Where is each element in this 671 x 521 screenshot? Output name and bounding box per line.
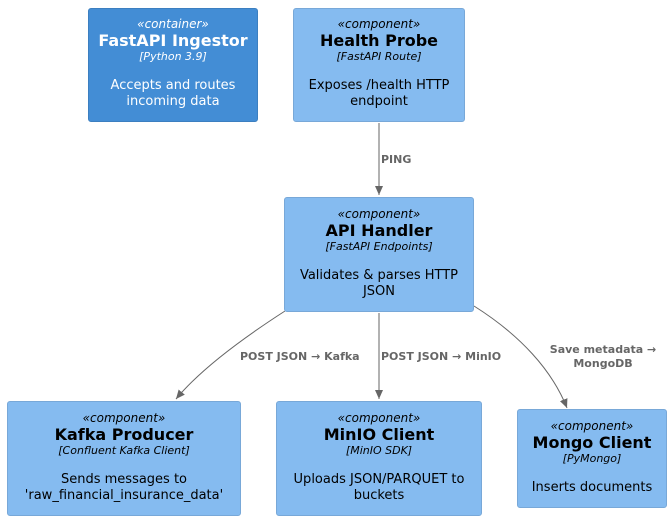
api-tech: [FastAPI Endpoints] [325,240,433,253]
ingestor-description: Accepts and routes incoming data [110,78,236,109]
mongo-tech: [PyMongo] [562,452,622,465]
edge-label-kafka: POST JSON → Kafka [240,350,360,363]
health-description: Exposes /health HTTP endpoint [308,78,450,109]
health-stereotype: «component» [337,17,421,31]
api-stereotype: «component» [337,207,421,221]
health-tech: [FastAPI Route] [336,50,422,63]
mongo-title: Mongo Client [532,433,652,452]
minio-client-component[interactable]: «component» MinIO Client [MinIO SDK] Upl… [276,401,482,516]
kafka-description: Sends messages to 'raw_financial_insuran… [24,472,224,503]
ingestor-tech: [Python 3.9] [139,50,207,63]
mongo-stereotype: «component» [550,419,634,433]
minio-stereotype: «component» [337,411,421,425]
api-title: API Handler [325,221,433,240]
edge-api-to-mongo [473,305,568,409]
kafka-stereotype: «component» [82,411,166,425]
health-probe-component[interactable]: «component» Health Probe [FastAPI Route]… [293,8,465,122]
health-title: Health Probe [319,31,439,50]
fastapi-ingestor-container[interactable]: «container» FastAPI Ingestor [Python 3.9… [88,8,258,122]
api-description: Validates & parses HTTP JSON [299,268,459,299]
kafka-producer-component[interactable]: «component» Kafka Producer [Confluent Ka… [7,401,241,516]
edge-label-ping: PING [381,153,412,166]
mongo-description: Inserts documents [531,480,653,495]
minio-tech: [MinIO SDK] [345,444,413,457]
edge-api-to-kafka [175,310,286,400]
kafka-title: Kafka Producer [54,425,194,444]
mongo-client-component[interactable]: «component» Mongo Client [PyMongo] Inser… [517,409,667,508]
api-handler-component[interactable]: «component» API Handler [FastAPI Endpoin… [284,197,474,312]
edge-label-mongo: Save metadata → MongoDB [549,343,657,370]
minio-description: Uploads JSON/PARQUET to buckets [293,472,465,503]
ingestor-stereotype: «container» [137,17,209,31]
ingestor-title: FastAPI Ingestor [98,31,248,50]
minio-title: MinIO Client [323,425,435,444]
edge-label-minio: POST JSON → MinIO [381,350,502,363]
kafka-tech: [Confluent Kafka Client] [58,444,190,457]
